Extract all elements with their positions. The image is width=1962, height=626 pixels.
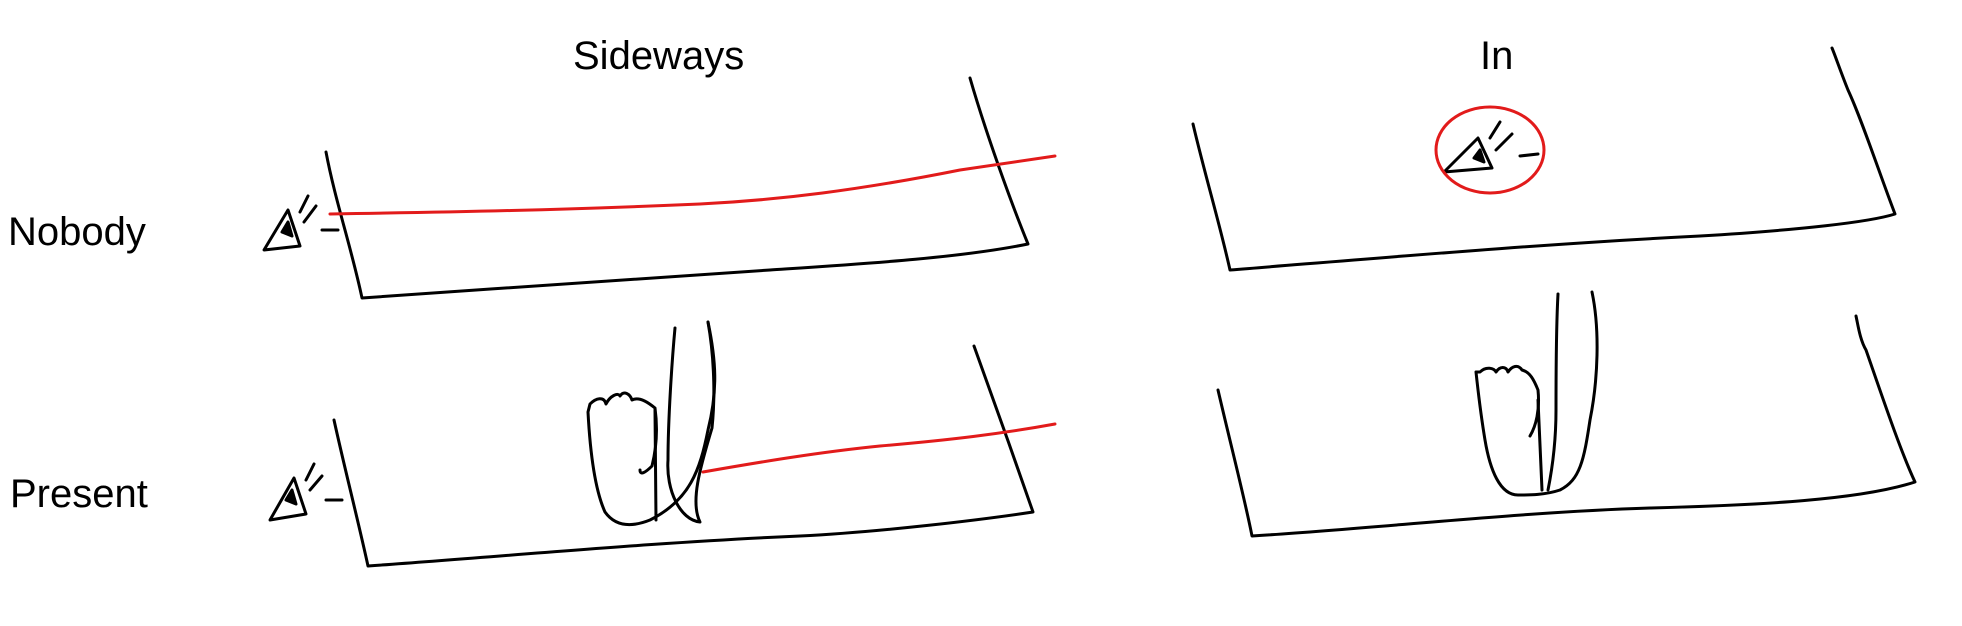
person-leg-icon xyxy=(586,320,717,527)
highlight-circle xyxy=(1434,105,1546,195)
sight-line xyxy=(701,422,1057,474)
panel-nobody-sideways xyxy=(262,76,1057,300)
floor-outline xyxy=(1191,46,1897,272)
sight-line xyxy=(328,154,1057,216)
floor-outline xyxy=(332,344,1035,568)
panel-present-sideways xyxy=(268,320,1057,568)
panel-nobody-in xyxy=(1191,46,1897,272)
row-label-nobody: Nobody xyxy=(8,210,146,254)
eye-icon xyxy=(1442,120,1540,174)
panel-present-in xyxy=(1216,290,1917,538)
eye-icon xyxy=(268,462,344,522)
row-label-present: Present xyxy=(10,472,148,516)
floor-outline xyxy=(324,76,1030,300)
floor-outline xyxy=(1216,314,1917,538)
person-leg-icon xyxy=(1474,290,1599,497)
eye-icon xyxy=(262,194,340,252)
column-label-sideways: Sideways xyxy=(573,34,745,78)
column-label-in: In xyxy=(1480,34,1514,78)
